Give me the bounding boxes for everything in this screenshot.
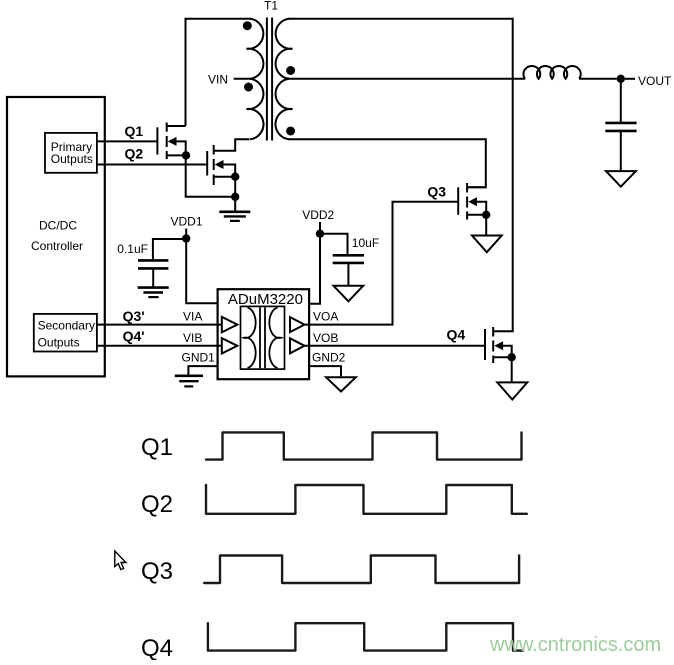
svg-text:Q1: Q1 [125, 123, 144, 139]
svg-text:VOUT: VOUT [638, 74, 672, 88]
svg-text:VIB: VIB [183, 331, 202, 345]
svg-text:T1: T1 [264, 0, 278, 13]
svg-text:Outputs: Outputs [51, 152, 93, 166]
svg-text:0.1uF: 0.1uF [117, 242, 148, 256]
svg-text:Q4: Q4 [447, 327, 466, 343]
svg-text:Q2: Q2 [141, 491, 173, 518]
svg-text:Q3: Q3 [141, 558, 173, 585]
svg-text:VDD2: VDD2 [302, 208, 334, 222]
svg-text:Primary: Primary [51, 140, 92, 154]
svg-text:GND1: GND1 [182, 351, 216, 365]
svg-text:VIA: VIA [183, 310, 202, 324]
svg-text:Controller: Controller [31, 239, 83, 253]
svg-text:DC/DC: DC/DC [39, 218, 77, 232]
svg-text:VOA: VOA [313, 310, 338, 324]
svg-text:10uF: 10uF [352, 236, 379, 250]
svg-text:Q4: Q4 [141, 635, 173, 660]
svg-text:Secondary: Secondary [38, 319, 95, 333]
svg-text:ADuM3220: ADuM3220 [228, 291, 303, 308]
svg-text:VOB: VOB [313, 331, 338, 345]
svg-text:www.cntronics.com: www.cntronics.com [489, 634, 661, 656]
svg-text:Q1: Q1 [141, 434, 173, 461]
svg-text:Q3: Q3 [427, 184, 446, 200]
svg-text:VDD1: VDD1 [171, 215, 203, 229]
svg-text:VIN: VIN [208, 73, 228, 87]
svg-text:GND2: GND2 [312, 351, 346, 365]
svg-text:Q3': Q3' [123, 308, 145, 324]
svg-text:Outputs: Outputs [38, 336, 80, 350]
svg-text:Q4': Q4' [123, 328, 145, 344]
svg-text:Q2: Q2 [125, 146, 144, 162]
